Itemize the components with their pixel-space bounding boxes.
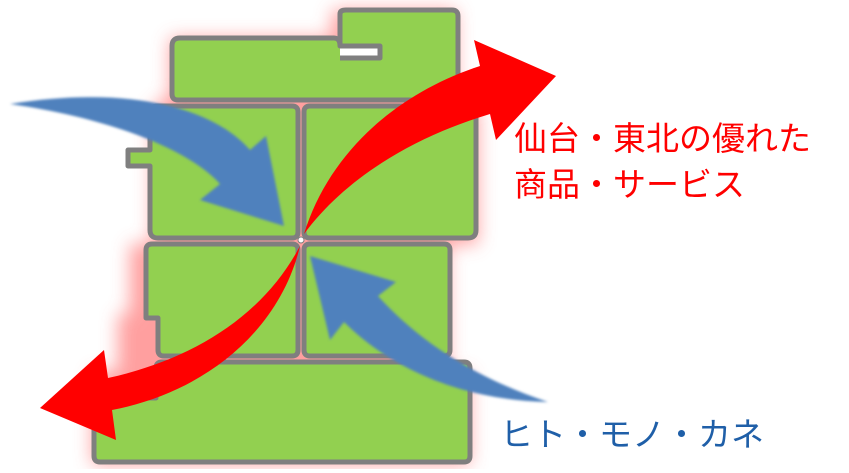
- incoming-caption-text: ヒト・モノ・カネ: [500, 415, 764, 454]
- block-lower-left: [143, 241, 301, 359]
- incoming-caption: ヒト・モノ・カネ: [500, 412, 764, 458]
- outgoing-caption-line-1: 仙台・東北の優れた: [514, 119, 811, 158]
- incoming-arrow-top-left: [10, 97, 284, 227]
- outgoing-caption-line-2: 商品・サービス: [514, 165, 745, 204]
- block-top-notch: [340, 46, 380, 58]
- block-top: [169, 7, 461, 103]
- block-upper-right: [301, 103, 479, 241]
- city-blocks: [91, 7, 479, 465]
- outgoing-caption: 仙台・東北の優れた 商品・サービス: [514, 116, 811, 208]
- center-point: [297, 236, 305, 244]
- outgoing-arrow-bottom-left: [40, 246, 300, 440]
- incoming-arrow-bottom-right: [310, 256, 548, 402]
- outgoing-arrow-top-right: [304, 40, 556, 234]
